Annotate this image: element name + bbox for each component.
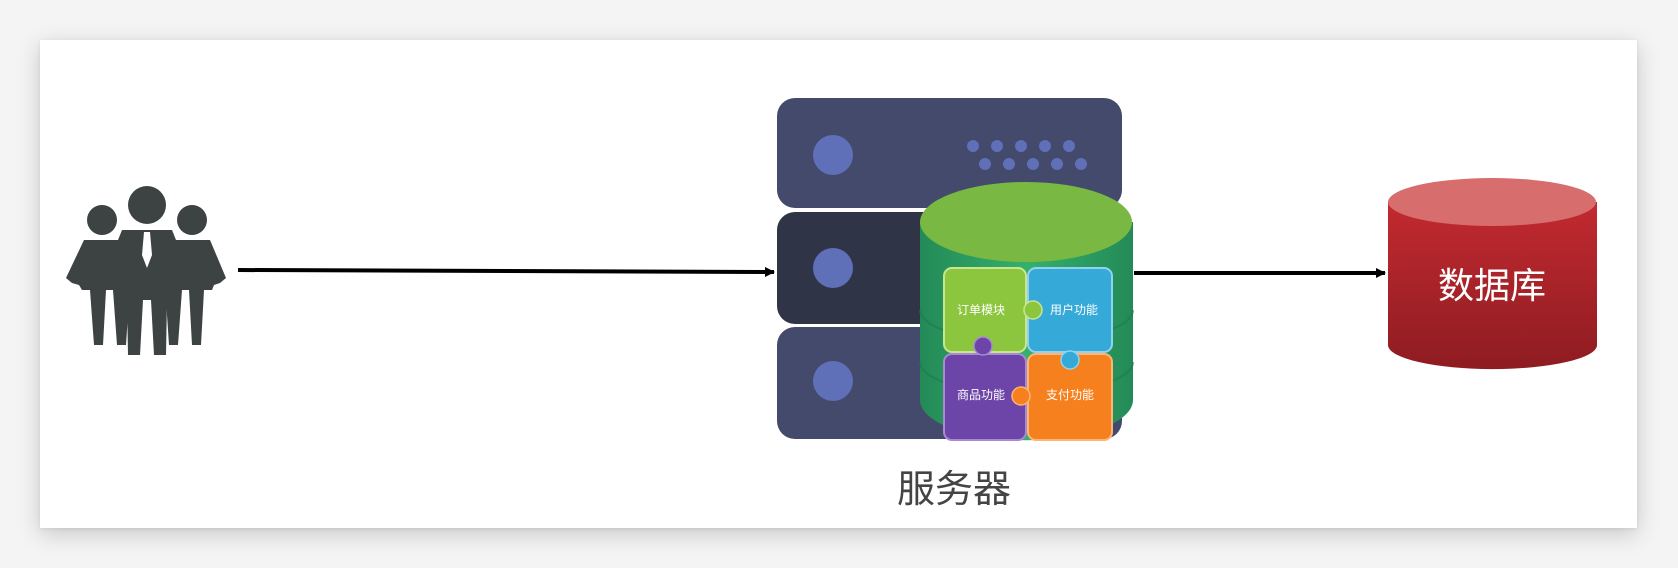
database-cylinder-icon [1388, 178, 1597, 370]
module-payment: 支付功能 [1027, 353, 1113, 441]
users-group-icon [66, 186, 226, 355]
module-product-label: 商品功能 [957, 387, 1005, 402]
server-unit-top [777, 98, 1122, 208]
server-light-middle [813, 248, 853, 288]
database-label: 数据库 [1438, 266, 1546, 307]
module-order-label: 订单模块 [957, 303, 1005, 317]
server-light-top [813, 135, 853, 175]
server-label: 服务器 [897, 467, 1011, 511]
cylinder-top [920, 182, 1132, 262]
server-vent-dots [967, 140, 1087, 170]
puzzle-knob-user-bottom [1060, 350, 1080, 370]
arrow-users-to-server [237, 266, 775, 277]
module-user: 用户功能 [1027, 267, 1113, 353]
server-light-bottom [813, 361, 853, 401]
module-payment-label: 支付功能 [1046, 388, 1094, 402]
puzzle-knob-payment [1011, 386, 1031, 406]
puzzle-knob-order [1023, 300, 1043, 320]
module-user-label: 用户功能 [1050, 302, 1098, 317]
puzzle-knob-order-bottom [973, 336, 993, 356]
